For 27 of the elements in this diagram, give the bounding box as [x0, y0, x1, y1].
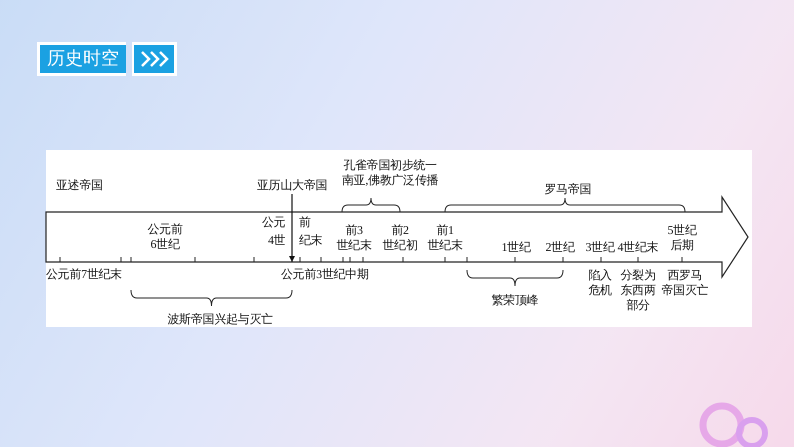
event-label: 繁荣顶峰: [492, 293, 538, 308]
event-label: 陷入危机: [588, 268, 612, 298]
date-label: 前: [299, 215, 311, 230]
date-label: 前3世纪末: [336, 223, 372, 253]
event-label: 分裂为东西两部分: [620, 268, 656, 313]
event-label: 孔雀帝国初步统一南亚,佛教广泛传播: [342, 158, 438, 188]
date-label: 4世: [268, 233, 286, 248]
date-label: 5世纪后期: [668, 223, 697, 253]
timeline-arrow: [45, 194, 749, 280]
date-label: 公元前6世纪: [148, 222, 183, 252]
date-label: 4世纪末: [618, 240, 658, 255]
date-label: 公元前7世纪末: [46, 267, 122, 282]
date-label: 3世纪: [586, 240, 615, 255]
event-label: 西罗马帝国灭亡: [662, 268, 708, 298]
date-label: 公元: [262, 215, 286, 230]
date-label: 纪末: [299, 233, 322, 248]
date-label: 2世纪: [546, 240, 575, 255]
date-label: 前1世纪末: [428, 223, 463, 253]
pointer-arrow: [289, 194, 295, 262]
date-label: 前2世纪初: [382, 223, 418, 253]
title-badge: 历史时空: [37, 42, 126, 76]
era-label: 罗马帝国: [544, 182, 592, 197]
event-label: 波斯帝国兴起与灭亡: [168, 312, 273, 327]
era-label: 亚述帝国: [56, 178, 103, 193]
date-label: 1世纪: [502, 240, 531, 255]
era-label: 亚历山大帝国: [257, 178, 328, 193]
date-label: 公元前3世纪中期: [281, 267, 369, 282]
